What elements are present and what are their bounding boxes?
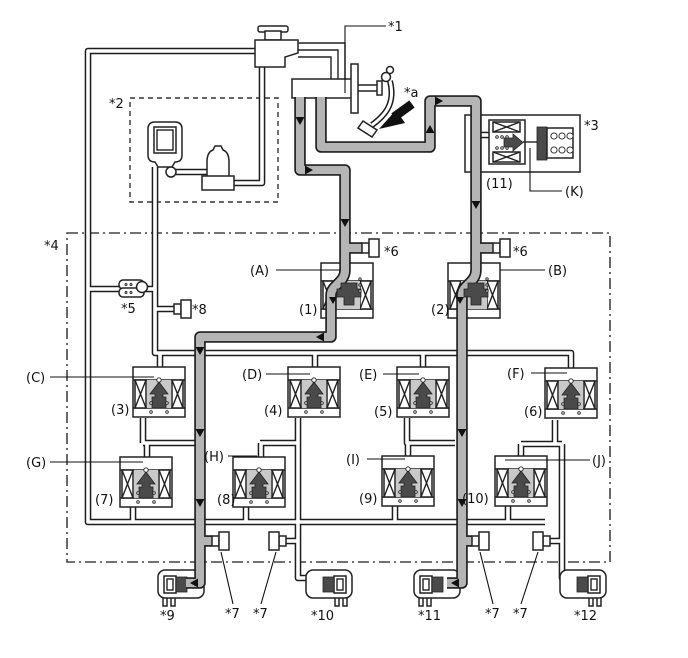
label-star-a: *a xyxy=(404,86,418,101)
wheel-connector-7b xyxy=(268,531,287,551)
label-n1: (1) xyxy=(299,303,317,318)
stroke-simulator xyxy=(523,126,574,161)
pump-unit-5 xyxy=(118,279,149,298)
label-G: (G) xyxy=(26,456,46,471)
solenoid-valve-6 xyxy=(544,367,598,419)
label-n3: (3) xyxy=(111,403,129,418)
label-star10: *10 xyxy=(311,609,334,624)
label-star7-d: *7 xyxy=(513,607,528,622)
flow-arrows xyxy=(190,96,481,588)
label-star3: *3 xyxy=(584,119,599,134)
label-n9: (9) xyxy=(359,492,377,507)
label-I: (I) xyxy=(346,453,360,468)
pressure-sensor-connector-6-left xyxy=(361,238,380,258)
return-and-supply-pipes xyxy=(84,47,576,582)
label-star6-right: *6 xyxy=(513,245,528,260)
label-B: (B) xyxy=(548,264,567,279)
label-C: (C) xyxy=(26,371,45,386)
label-n4: (4) xyxy=(264,404,282,419)
leader-lines xyxy=(50,25,590,605)
solenoid-valve-10 xyxy=(494,455,548,507)
reference-labels: *1 *2 *3 *4 *5 *6 *6 *8 *7 *7 *7 *7 *9 *… xyxy=(44,20,599,624)
label-J: (J) xyxy=(592,454,606,469)
label-n8: (8) xyxy=(217,493,235,508)
label-star8: *8 xyxy=(192,303,207,318)
pressurized-pipes xyxy=(186,95,493,589)
wheel-cylinder-fr xyxy=(305,569,353,607)
label-star9: *9 xyxy=(160,609,175,624)
label-n5: (5) xyxy=(374,405,392,420)
wheel-connector-7c xyxy=(471,531,490,551)
label-star2: *2 xyxy=(109,97,124,112)
master-cylinder xyxy=(291,63,383,114)
label-star7-a: *7 xyxy=(225,607,240,622)
label-star12: *12 xyxy=(574,609,597,624)
label-K: (K) xyxy=(565,185,584,200)
label-star5: *5 xyxy=(121,302,136,317)
label-star6-left: *6 xyxy=(384,245,399,260)
label-n10: (10) xyxy=(462,492,489,507)
solenoid-valve-3 xyxy=(132,366,186,418)
label-A: (A) xyxy=(250,264,269,279)
pedal-force-arrow xyxy=(379,100,415,129)
label-star7-c: *7 xyxy=(485,607,500,622)
label-n2: (2) xyxy=(431,303,449,318)
pump xyxy=(201,145,235,191)
label-star1: *1 xyxy=(388,20,403,35)
wheel-connector-7d xyxy=(532,531,551,551)
wheel-cylinder-rr xyxy=(559,569,607,607)
label-H: (H) xyxy=(204,450,224,465)
solenoid-valve-11 xyxy=(488,119,526,165)
pressure-sensor-connector-8 xyxy=(173,299,192,319)
reservoir xyxy=(254,25,299,68)
label-n6: (6) xyxy=(524,405,542,420)
label-F: (F) xyxy=(507,367,525,382)
reservoir-feed-lines xyxy=(298,42,346,80)
label-star4: *4 xyxy=(44,239,59,254)
solenoid-valve-9 xyxy=(381,455,435,507)
valve-number-labels: (1) (2) (3) (4) (5) (6) (7) (8) (9) (10)… xyxy=(95,177,542,508)
brake-actuator-boundary xyxy=(66,232,611,563)
label-n11: (11) xyxy=(486,177,513,192)
label-star11: *11 xyxy=(418,609,441,624)
label-E: (E) xyxy=(359,368,377,383)
pump-accumulator-dashed-box xyxy=(129,97,279,203)
solenoid-valve-8 xyxy=(232,456,286,508)
accumulator xyxy=(147,121,183,178)
stroke-simulator-assembly xyxy=(464,114,581,173)
port-labels: (A) (B) (C) (D) (E) (F) (G) (H) (I) (J) … xyxy=(26,185,606,471)
pressure-sensor-connector-6-right xyxy=(492,238,511,258)
solenoid-valve-7 xyxy=(119,456,173,508)
brake-pedal xyxy=(356,65,415,139)
label-star7-b: *7 xyxy=(253,607,268,622)
wheel-connector-7a xyxy=(211,531,230,551)
label-D: (D) xyxy=(242,368,262,383)
label-n7: (7) xyxy=(95,493,113,508)
